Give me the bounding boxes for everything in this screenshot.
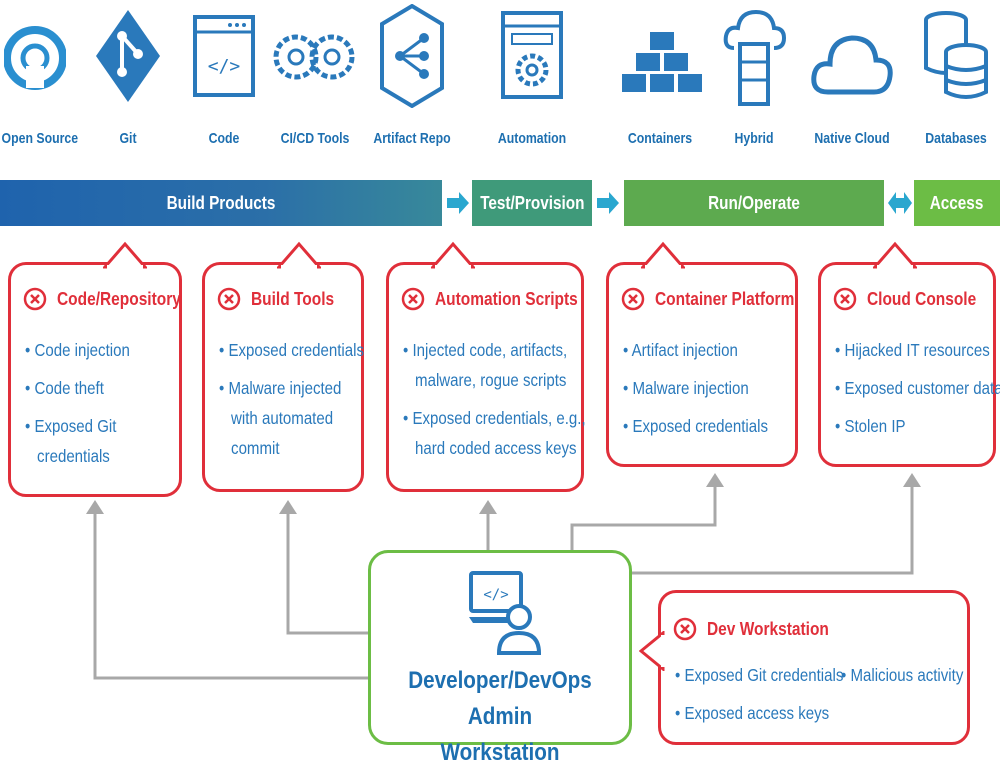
automation-icon [501, 11, 563, 99]
list-item: • Exposed access keys [675, 703, 830, 723]
card-title: Build Tools [251, 288, 335, 309]
icon-label-databases: Databases [925, 130, 987, 147]
list-item-continued: commit [231, 438, 280, 458]
icon-label-containers: Containers [627, 130, 693, 147]
x-circle-icon [217, 287, 241, 311]
x-circle-icon [833, 287, 857, 311]
list-item: Exposed Git [25, 411, 154, 441]
developer-laptop-icon: </> [469, 571, 542, 655]
card-notch [277, 241, 321, 269]
threat-card-container-platform: Container Platform Artifact injection Ma… [606, 241, 798, 467]
threat-card-dev-workstation: Dev Workstation • Exposed Git credential… [639, 590, 970, 745]
list-item: Exposed credentials, e.g., [403, 403, 585, 433]
threat-list: Artifact injection Malware injection Exp… [623, 335, 791, 449]
list-item: Stolen IP [835, 411, 967, 441]
list-item: • Exposed Git credentials [675, 665, 844, 685]
list-item: • Malicious activity [841, 665, 964, 685]
list-item: Hijacked IT resources [835, 335, 989, 365]
threat-card-cloud-console: Cloud Console Hijacked IT resources Expo… [818, 241, 1000, 467]
svg-text:</>: </> [483, 587, 508, 603]
databases-icon [924, 11, 988, 99]
list-item-continued: with automated [231, 408, 334, 428]
icon-label-git: Git [119, 130, 137, 147]
card-notch-left [639, 631, 665, 671]
list-item: Malware injection [623, 373, 767, 403]
open-source-icon [4, 26, 66, 90]
x-circle-icon [23, 287, 47, 311]
icon-label-cicd-tools: CI/CD Tools [280, 130, 350, 147]
artifact-repo-icon [380, 4, 444, 108]
hybrid-icon [723, 9, 786, 106]
list-item: Code injection [25, 335, 154, 365]
threat-card-automation-scripts: Automation Scripts Injected code, artifa… [386, 241, 586, 492]
threat-list: Injected code, artifacts, malware, rogue… [403, 335, 585, 471]
card-title: Dev Workstation [707, 618, 829, 639]
list-item-continued: credentials [37, 446, 110, 466]
stage-label: Build Products [166, 192, 276, 213]
arrow-bidirectional-icon [888, 192, 912, 214]
x-circle-icon [673, 617, 697, 641]
stage-build-products: Build Products [0, 180, 442, 226]
stage-test-provision: Test/Provision [472, 180, 592, 226]
x-circle-icon [401, 287, 425, 311]
stage-run-operate: Run/Operate [624, 180, 884, 226]
card-title: Automation Scripts [435, 288, 578, 309]
card-title: Cloud Console [867, 288, 977, 309]
icon-label-open-source: Open Source [1, 130, 79, 147]
stage-label: Access [930, 192, 984, 213]
threat-list: Hijacked IT resources Exposed customer d… [835, 335, 1000, 449]
list-item: Malware injected [219, 373, 341, 403]
list-item-continued: malware, rogue scripts [415, 370, 567, 390]
card-title: Container Platform [655, 288, 795, 309]
containers-icon [622, 32, 702, 92]
icon-label-artifact-repo: Artifact Repo [373, 130, 451, 147]
icon-label-code: Code [208, 130, 240, 147]
connector-lines [86, 473, 921, 680]
threat-list: Exposed credentials Malware injected wit… [219, 335, 364, 471]
arrow-right-icon [597, 192, 619, 214]
workstation-title-line2: Workstation [440, 739, 560, 766]
card-notch [431, 241, 475, 269]
card-notch [641, 241, 685, 269]
card-notch [103, 241, 147, 269]
workstation-title-line1: Developer/DevOps Admin [408, 667, 592, 730]
x-circle-icon [621, 287, 645, 311]
stage-label: Run/Operate [708, 192, 800, 213]
gears-icon [273, 34, 355, 80]
stage-access: Access [914, 180, 1000, 226]
threat-card-code-repository: Code/Repository Code injection Code thef… [8, 241, 182, 497]
code-window-icon: </> [193, 15, 255, 97]
list-item: Exposed credentials [623, 411, 768, 441]
list-item-continued: hard coded access keys [415, 438, 577, 458]
stage-label: Test/Provision [479, 192, 585, 213]
arrow-right-icon [447, 192, 469, 214]
list-item: Artifact injection [623, 335, 767, 365]
cloud-icon [811, 35, 893, 95]
list-item: Exposed credentials [219, 335, 364, 365]
threat-list: Code injection Code theft Exposed Git cr… [25, 335, 175, 479]
list-item: Exposed customer data [835, 373, 1000, 403]
git-icon [96, 10, 160, 102]
threat-card-build-tools: Build Tools Exposed credentials Malware … [202, 241, 364, 492]
list-item: Injected code, artifacts, [403, 335, 567, 365]
icon-label-native-cloud: Native Cloud [814, 130, 890, 147]
svg-text:</>: </> [208, 56, 241, 77]
icon-label-hybrid: Hybrid [734, 130, 774, 147]
icon-label-automation: Automation [497, 130, 567, 147]
list-item: Code theft [25, 373, 154, 403]
developer-workstation-box: </> Developer/DevOps Admin Workstation [368, 550, 632, 766]
card-title: Code/Repository [57, 288, 181, 309]
workstation-title: Developer/DevOps Admin Workstation [389, 663, 611, 771]
card-notch [873, 241, 917, 269]
